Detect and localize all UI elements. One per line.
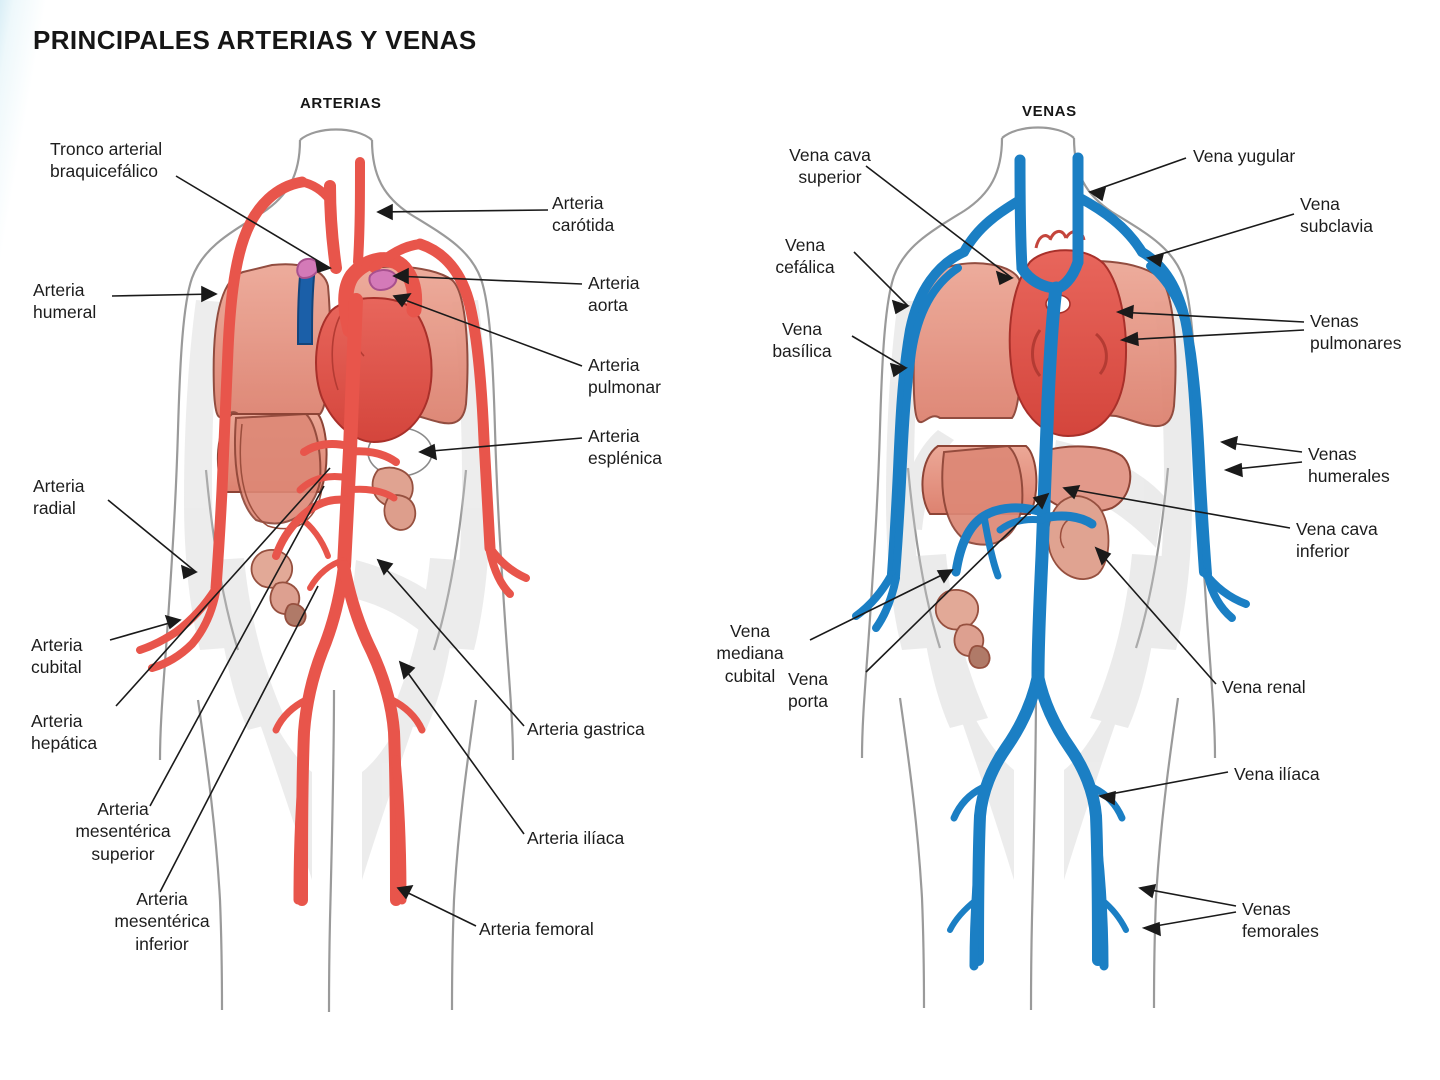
label-venas-pulmonares: Venas pulmonares <box>1310 311 1402 354</box>
veins-leader-lines <box>809 157 1305 937</box>
label-arteria-pulmonar: Arteria pulmonar <box>588 355 661 398</box>
label-arteria-cubital: Arteria cubital <box>31 635 83 678</box>
label-vena-renal: Vena renal <box>1222 677 1306 697</box>
page-title: PRINCIPALES ARTERIAS Y VENAS <box>33 25 477 55</box>
panel-heading-arteries: ARTERIAS <box>300 95 382 112</box>
label-venas-femorales: Venas femorales <box>1242 899 1319 942</box>
label-tronco-arterial-braquicefalico: Tronco arterial braquicefálico <box>50 139 163 182</box>
veins-kidney-gut <box>934 495 1110 669</box>
label-vena-basilica: Vena basílica <box>772 319 832 362</box>
veins-vessels <box>852 152 1250 971</box>
label-venas-humerales: Venas humerales <box>1308 444 1390 487</box>
label-arteria-mesenterica-inferior: Arteria mesentérica inferior <box>114 889 210 954</box>
label-arteria-hepatica: Arteria hepática <box>31 711 98 754</box>
veins-body-shading <box>886 300 1192 880</box>
arteries-great-vessel-accents <box>296 258 398 345</box>
label-vena-cava-inferior: Vena cava inferior <box>1296 519 1378 562</box>
veins-lungs <box>912 260 1177 427</box>
label-arteria-mesenterica-superior: Arteria mesentérica superior <box>75 799 171 864</box>
label-arteria-gastrica: Arteria gastrica <box>527 719 645 739</box>
veins-abdominal-organs <box>921 444 1132 546</box>
arteries-body-shading <box>184 300 490 880</box>
arteries-spleen-kidneys <box>250 427 433 627</box>
arteries-vessels <box>136 157 530 906</box>
label-arteria-femoral: Arteria femoral <box>479 919 594 939</box>
label-vena-subclavia: Vena subclavia <box>1300 194 1373 237</box>
label-vena-iliaca: Vena ilíaca <box>1234 764 1320 784</box>
label-vena-cefalica: Vena cefálica <box>775 235 835 278</box>
label-vena-yugular: Vena yugular <box>1193 146 1296 166</box>
label-arteria-radial: Arteria radial <box>33 476 85 519</box>
arteries-body-outline <box>158 128 515 1013</box>
arteries-heart <box>315 297 433 444</box>
label-arteria-aorta: Arteria aorta <box>588 273 640 316</box>
label-arteria-humeral: Arteria humeral <box>33 280 97 323</box>
veins-heart <box>1008 230 1127 438</box>
label-vena-mediana-cubital: Vena mediana cubital <box>716 621 784 686</box>
label-arteria-iliaca: Arteria ilíaca <box>527 828 625 848</box>
arteries-abdominal-organs <box>216 412 328 530</box>
arteries-lungs <box>212 263 469 425</box>
panel-heading-veins: VENAS <box>1022 103 1077 120</box>
label-arteria-esplenica: Arteria esplénica <box>588 426 662 469</box>
label-vena-cava-superior: Vena cava superior <box>789 145 871 188</box>
label-arteria-carotida: Arteria carótida <box>552 193 615 236</box>
label-vena-porta: Vena porta <box>788 669 828 712</box>
veins-body-outline <box>860 126 1217 1011</box>
